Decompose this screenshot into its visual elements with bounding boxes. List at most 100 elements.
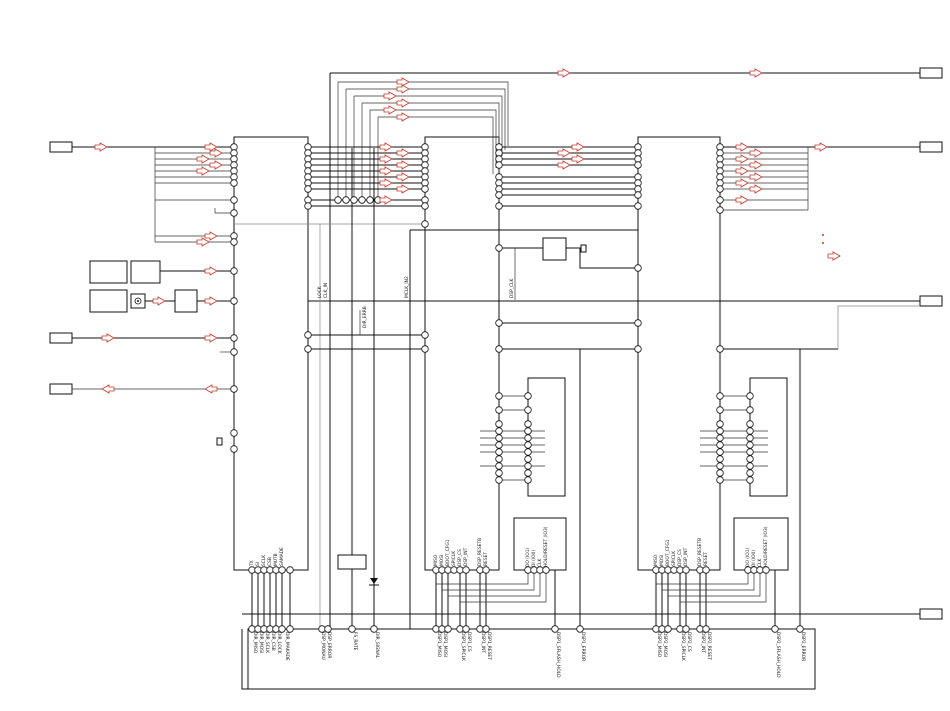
pin-circle [495,392,503,400]
net-label: MCLK_IN2 [404,276,410,298]
arrow-icon [571,142,585,152]
crystal-icon [580,244,587,253]
connector-label: DIR_MISO [252,632,258,654]
connector-label: DIR_MAKADE [284,632,290,661]
arrow-icon [396,184,410,194]
pin-circle [304,185,312,193]
signal-arrows [94,68,841,394]
pin-circle [421,202,429,210]
pin-circle [304,345,312,353]
arrow-icon [152,296,166,306]
pin-circle [230,334,238,342]
pin-circle [524,434,532,442]
pin-circle [524,427,532,435]
pin-circle [746,455,754,463]
pin-circle [746,420,754,428]
pin-circle [358,196,366,204]
pin-circles [230,143,804,633]
pin-circle [230,385,238,393]
pin-circle [495,476,503,484]
flash1-pin-labels: DO (IO1) DI (IO0) CLK HOLD/RESET (IO3) [525,526,549,567]
pin-label: RESET [703,552,709,566]
right-connector-1 [919,67,943,79]
pin-circle [716,434,724,442]
pin-label: MISO [653,554,659,566]
arrow-icon [379,154,393,164]
pin-label: CSB [267,557,273,566]
pin-circle [716,455,724,463]
connector-label: DSP1_CS [466,632,472,652]
arrow-icon [383,105,397,115]
connector-label: DSP2_SFLASH_HOLD [775,632,781,678]
flash2-pin-labels: DO (IO1) DI (IO0) CLK HOLD/RESET (IO3) [745,526,769,567]
pin-circle [304,202,312,210]
arrow-icon [204,384,218,394]
arrow-icon [735,166,749,176]
left-connector-1 [49,141,73,153]
dsp1-memory-block [527,377,566,497]
pin-label: SCLK [261,555,267,566]
pin-circle [746,392,754,400]
arrow-icon [814,142,828,152]
pin-circle [746,469,754,477]
arrow-icon [379,178,393,188]
connector-label: DSP1_MISO [436,632,442,658]
pin-circle [230,267,238,275]
dir-ic [233,136,309,571]
pin-circle [716,476,724,484]
pin-circle [495,345,503,353]
pin-circle [482,566,490,574]
connector-label: DSP1_MOSI [442,632,448,657]
pin-circle [524,469,532,477]
resistor-block [337,554,367,570]
pin-circle [634,264,642,272]
pin-circle [495,406,503,414]
crystal-icon [216,437,223,446]
pin-label: DI (IO0) [751,550,757,567]
arrow-icon [379,195,393,205]
pin-circle [495,434,503,442]
pin-circle [230,196,238,204]
pin-circle [716,441,724,449]
pin-circle [551,625,559,633]
pin-label: HOLD/RESET (IO3) [543,526,549,567]
arrow-icon [827,251,841,261]
pin-circle [716,448,724,456]
pin-circle [230,297,238,305]
bottom-connector [247,628,816,690]
arrow-icon [204,142,218,152]
arrow-icon [735,154,749,164]
pin-circle [421,345,429,353]
right-connector-4 [919,608,943,620]
arrow-icon [379,142,393,152]
pin-label: HOLD/RESET (IO3) [763,526,769,567]
pin-circle [421,220,429,228]
arrow-icon [101,333,115,343]
left-connector-2 [49,332,73,344]
pin-circle [771,625,779,633]
pin-circle [524,476,532,484]
connector-label: DSP2_CS [686,632,692,652]
pin-label: SAMADE [279,547,285,566]
pin-label: MISO [433,554,439,566]
pin-circle [524,462,532,470]
left-block-a [89,260,128,284]
dsp2-ic [637,136,721,571]
pin-label: DSP_INT [683,547,689,566]
connector-label: DIR_LOCK [276,632,282,654]
pin-circle [421,331,429,339]
pin-label: DSP_RESETB [477,538,483,566]
pin-circle [746,441,754,449]
connector-label: DSP2_ERROR [800,632,806,661]
right-connector-2 [919,141,943,153]
arrow-icon [749,172,763,182]
arrow-icon [396,84,410,94]
pin-circle [495,420,503,428]
connector-label: DSP1_INT [480,632,486,653]
connector-label: DSP2_MISO [656,632,662,658]
connector-label: DSP1_SFLASH_HOLD [555,632,561,678]
pin-circle [462,566,470,574]
arrow-icon [209,148,223,158]
pin-circle [682,625,690,633]
pin-circle [286,625,294,633]
